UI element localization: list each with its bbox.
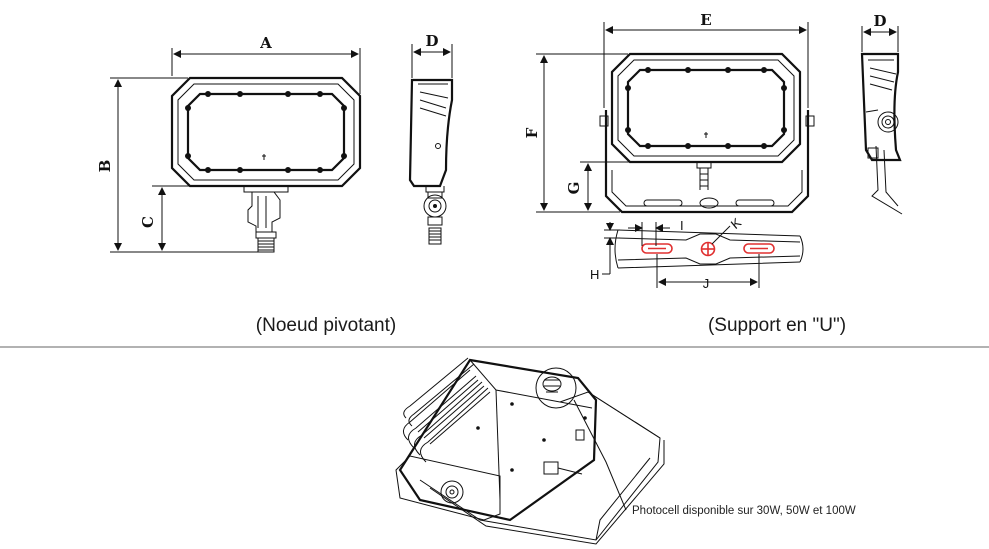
swivel-side-view bbox=[408, 78, 454, 245]
dimension-g: G bbox=[565, 161, 700, 211]
dimension-c: C bbox=[139, 185, 250, 251]
dim-label-h: H bbox=[590, 267, 599, 282]
dim-label-i: I bbox=[680, 218, 684, 233]
dim-label-k: K bbox=[728, 215, 745, 232]
dim-label-j: J bbox=[703, 276, 710, 291]
dim-label-g: G bbox=[565, 182, 583, 195]
swivel-front-view bbox=[170, 76, 362, 253]
front-screws bbox=[185, 91, 347, 173]
dimension-b: B bbox=[96, 77, 258, 253]
heat-sink-fins bbox=[403, 357, 491, 463]
dimension-e: E bbox=[603, 11, 809, 108]
dim-label-d-left: D bbox=[425, 32, 438, 50]
bracket-side-view bbox=[860, 52, 903, 215]
caption-swivel: (Noeud pivotant) bbox=[256, 315, 396, 336]
bracket-front-screws bbox=[625, 67, 787, 149]
bracket-front-view bbox=[599, 52, 815, 214]
bracket-plate-detail bbox=[614, 229, 804, 269]
isometric-view bbox=[395, 357, 665, 545]
dim-label-f: F bbox=[523, 127, 541, 138]
dim-label-e: E bbox=[700, 11, 711, 29]
dim-label-d-right: D bbox=[873, 12, 886, 30]
dimension-i: I bbox=[628, 218, 684, 246]
dimension-h: H bbox=[590, 222, 620, 282]
photocell-note: Photocell disponible sur 30W, 50W et 100… bbox=[632, 505, 856, 517]
photocell-leader-line bbox=[573, 399, 627, 511]
dimension-f: F bbox=[523, 53, 628, 213]
dimension-j: J bbox=[656, 254, 760, 291]
caption-bracket: (Support en "U") bbox=[708, 315, 846, 336]
dimension-d-right: D bbox=[861, 12, 899, 52]
dim-label-a: A bbox=[259, 34, 272, 52]
dimension-d-left: D bbox=[411, 32, 453, 78]
dim-label-b: B bbox=[96, 160, 114, 173]
dim-label-c: C bbox=[139, 216, 157, 228]
dimension-a: A bbox=[171, 34, 361, 94]
